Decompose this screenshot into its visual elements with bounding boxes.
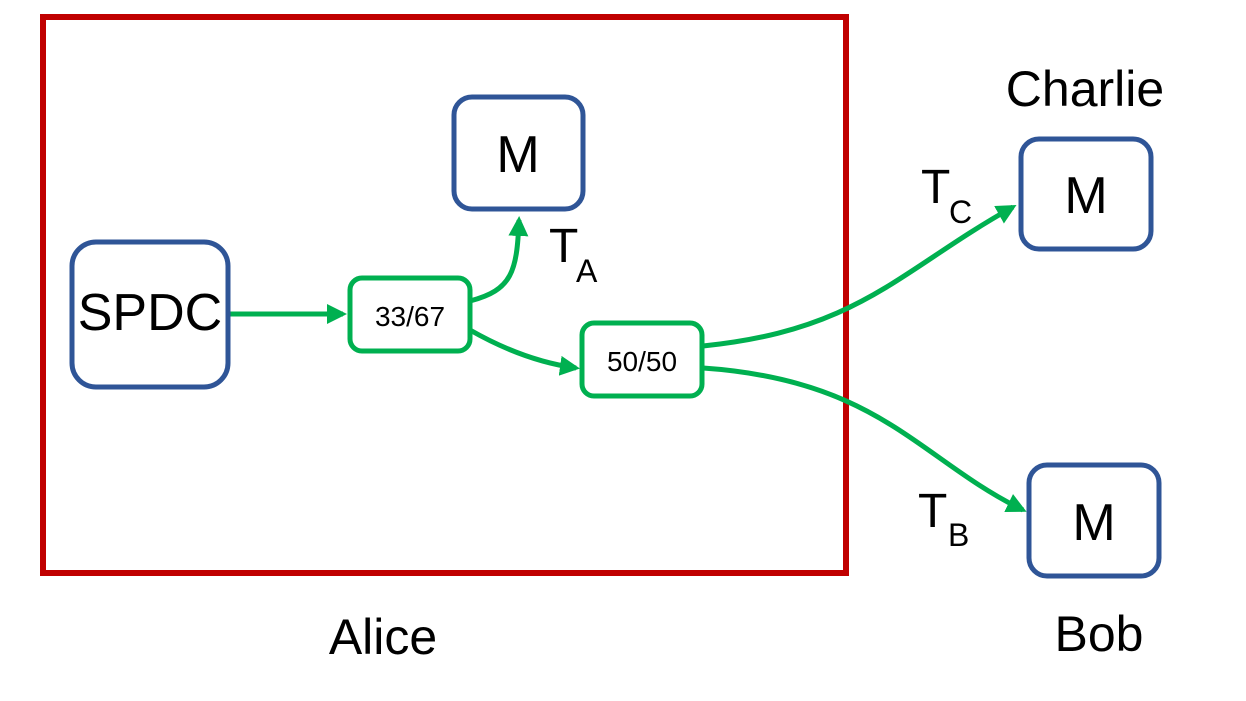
charlie-detector-label: M [1064,167,1107,225]
splitter-33-67: 33/67 [347,275,473,354]
time-label-charlie: T C [921,161,972,230]
charlie-label: Charlie [1006,61,1164,117]
splitter-2-label: 50/50 [607,346,677,377]
splitter-1-label: 33/67 [375,301,445,332]
spdc-label: SPDC [78,284,222,342]
time-label-alice: T A [549,220,598,289]
alice-detector-label: M [496,126,539,184]
time-charlie-main: T [921,161,950,214]
alice-label: Alice [329,609,437,665]
bob-detector: M [1026,462,1162,579]
time-bob-main: T [918,485,947,538]
alice-frame [40,14,849,576]
spdc-source-box: SPDC [69,239,231,390]
arrow-splitter1-to-splitter2 [468,327,580,376]
time-alice-sub: A [576,253,598,289]
time-bob-sub: B [948,517,969,553]
splitter-50-50: 50/50 [579,320,705,399]
bob-label: Bob [1055,606,1144,662]
alice-detector: M [451,94,586,212]
arrow-to-charlie [702,204,1017,349]
arrow-to-bob [702,365,1027,513]
bob-detector-label: M [1072,494,1115,552]
time-alice-main: T [549,220,578,273]
time-label-bob: T B [918,485,969,553]
arrow-splitter-to-alice-detector [469,216,529,304]
time-charlie-sub: C [949,194,972,230]
charlie-detector: M [1018,136,1154,252]
